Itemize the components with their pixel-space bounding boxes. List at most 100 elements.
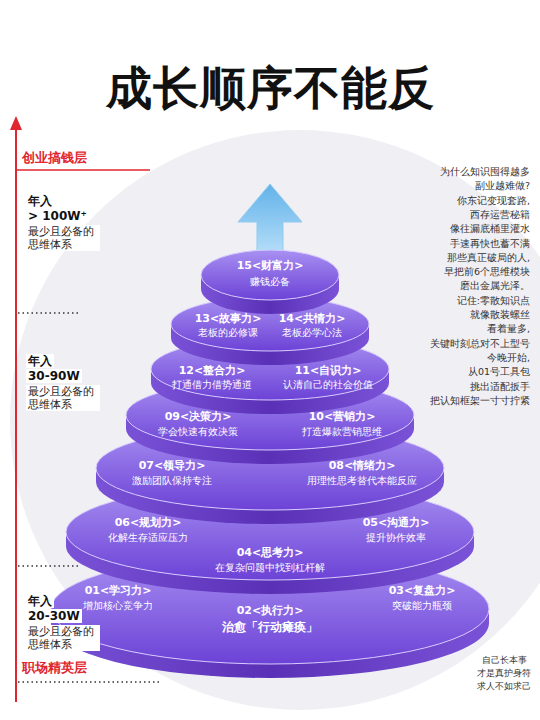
text-holder: 提升协作效率 — [366, 532, 426, 544]
layer-line — [16, 169, 150, 171]
side-note: 把认知框架一寸寸拧紧 — [430, 395, 530, 406]
text-holder: 13<故事力> — [195, 312, 262, 325]
text-holder: 老板必学心法 — [282, 327, 342, 339]
label-holder: 今晚开始, — [487, 352, 530, 363]
skill-description: 学会快速有效决策 — [158, 426, 238, 438]
skill-description: 赚钱必备 — [250, 276, 290, 288]
side-note: 磨出金属光泽。 — [460, 280, 530, 291]
footer-note: 才是真护身符 — [477, 668, 531, 679]
text-holder: 激励团队保持专注 — [132, 475, 212, 487]
text-holder: 打造爆款营销思维 — [302, 426, 382, 438]
income-label: 20-30W — [26, 609, 82, 623]
backdrop-circle — [10, 130, 540, 710]
label-holder: 记住:零散知识点 — [457, 295, 530, 306]
text-holder: 增加核心竞争力 — [83, 600, 153, 612]
title: 成长顺序不能反 — [0, 58, 540, 120]
label-holder: 30-90W — [26, 369, 82, 383]
skill-heading: 07<领导力> — [139, 459, 206, 472]
text-holder: 老板的必修课 — [198, 327, 258, 339]
side-note: 从01号工具包 — [468, 366, 530, 377]
income-label: 最少且必备的思维体系 — [26, 625, 100, 651]
skill-heading: 10<营销力> — [309, 410, 376, 423]
text-holder: 赚钱必备 — [250, 276, 290, 288]
divider-dots — [18, 312, 78, 314]
label-holder: 那些真正破局的人, — [447, 252, 530, 263]
side-note: 就像散装螺丝 — [470, 309, 530, 320]
text-holder: 07<领导力> — [139, 459, 206, 472]
skill-heading: 02<执行力> — [237, 604, 304, 617]
text-holder: 11<自识力> — [295, 364, 362, 377]
side-note: 手速再快也蓄不满 — [450, 238, 530, 249]
text-holder: 15<财富力> — [237, 259, 304, 272]
side-note: 早把前6个思维模块 — [444, 266, 530, 277]
skill-description: 老板必学心法 — [282, 327, 342, 339]
skill-heading: 03<复盘力> — [389, 584, 456, 597]
income-label: 最少且必备的思维体系 — [26, 225, 100, 251]
side-note: 挑出适配扳手 — [470, 381, 530, 392]
text-holder: 化解生存适应压力 — [108, 532, 188, 544]
label-holder: 关键时刻总对不上型号 — [430, 338, 530, 349]
skill-description: 化解生存适应压力 — [108, 532, 188, 544]
axis-arrow — [15, 128, 17, 702]
label-holder: 看着量多, — [487, 323, 530, 334]
skill-heading: 15<财富力> — [237, 259, 304, 272]
skill-heading: 08<情绪力> — [329, 459, 396, 472]
label-holder: 最少且必备的思维体系 — [26, 385, 100, 411]
label-holder: 职场精英层 — [22, 660, 87, 676]
label-holder: 求人不如求己 — [477, 681, 531, 692]
text-holder: 在复杂问题中找到杠杆解 — [215, 562, 325, 574]
skill-description: 老板的必修课 — [198, 327, 258, 339]
side-note: 看着量多, — [487, 323, 530, 334]
skill-heading: 14<共情力> — [279, 312, 346, 325]
skill-heading: 12<整合力> — [179, 364, 246, 377]
income-label: 最少且必备的思维体系 — [26, 385, 100, 411]
tier-face — [151, 338, 389, 400]
text-holder: 06<规划力> — [115, 516, 182, 529]
skill-description: 打造爆款营销思维 — [302, 426, 382, 438]
pyramid-tier: 15<财富力> 赚钱必备 — [200, 250, 340, 316]
skill-description: 用理性思考替代本能反应 — [307, 475, 417, 487]
label-holder: 就像散装螺丝 — [470, 309, 530, 320]
skill-heading: 04<思考力> — [237, 546, 304, 559]
income-label: 30-90W — [26, 369, 82, 383]
text-holder: 08<情绪力> — [329, 459, 396, 472]
side-note: 西存运营秘籍 — [470, 209, 530, 220]
text-holder: 12<整合力> — [179, 364, 246, 377]
income-label: 年入 — [26, 594, 54, 608]
income-label: 年入 — [26, 354, 54, 368]
skill-description: 认清自己的社会价值 — [283, 379, 373, 391]
axis-arrowhead — [10, 116, 22, 130]
text-holder: 突破能力瓶颈 — [392, 600, 452, 612]
skill-description: 治愈「行动瘫痪」 — [222, 620, 318, 634]
tier-face — [126, 380, 414, 450]
skill-description: 增加核心竞争力 — [83, 600, 153, 612]
side-note: 你东记变现套路, — [457, 195, 530, 206]
divider-dots — [18, 681, 160, 683]
label-holder: 早把前6个思维模块 — [444, 266, 530, 277]
label-holder: 自己长本事 — [482, 655, 527, 666]
label-holder: 20-30W — [26, 609, 82, 623]
skill-description: 提升协作效率 — [366, 532, 426, 544]
label-holder: 为什么知识囤得越多 — [440, 166, 530, 177]
side-note: 今晚开始, — [487, 352, 530, 363]
income-label: 年入 — [26, 194, 54, 208]
skill-description: 打通借力借势通道 — [172, 379, 252, 391]
label-holder: 创业搞钱层 — [22, 150, 87, 166]
label-holder: 最少且必备的思维体系 — [26, 225, 100, 251]
skill-heading: 09<决策力> — [165, 410, 232, 423]
label-holder: 手速再快也蓄不满 — [450, 238, 530, 249]
side-note: 关键时刻总对不上型号 — [430, 338, 530, 349]
tier-face — [171, 297, 369, 351]
text-holder: 04<思考力> — [237, 546, 304, 559]
tier-face — [201, 250, 339, 300]
skill-description: 突破能力瓶颈 — [392, 600, 452, 612]
label-holder: 你东记变现套路, — [457, 195, 530, 206]
label-holder: 才是真护身符 — [477, 668, 531, 679]
skill-heading: 06<规划力> — [115, 516, 182, 529]
label-holder: 年入 — [26, 594, 54, 608]
text-holder: 03<复盘力> — [389, 584, 456, 597]
tier-face — [66, 484, 474, 580]
label-holder: 磨出金属光泽。 — [460, 280, 530, 291]
income-label: > 100W⁺ — [26, 209, 89, 223]
